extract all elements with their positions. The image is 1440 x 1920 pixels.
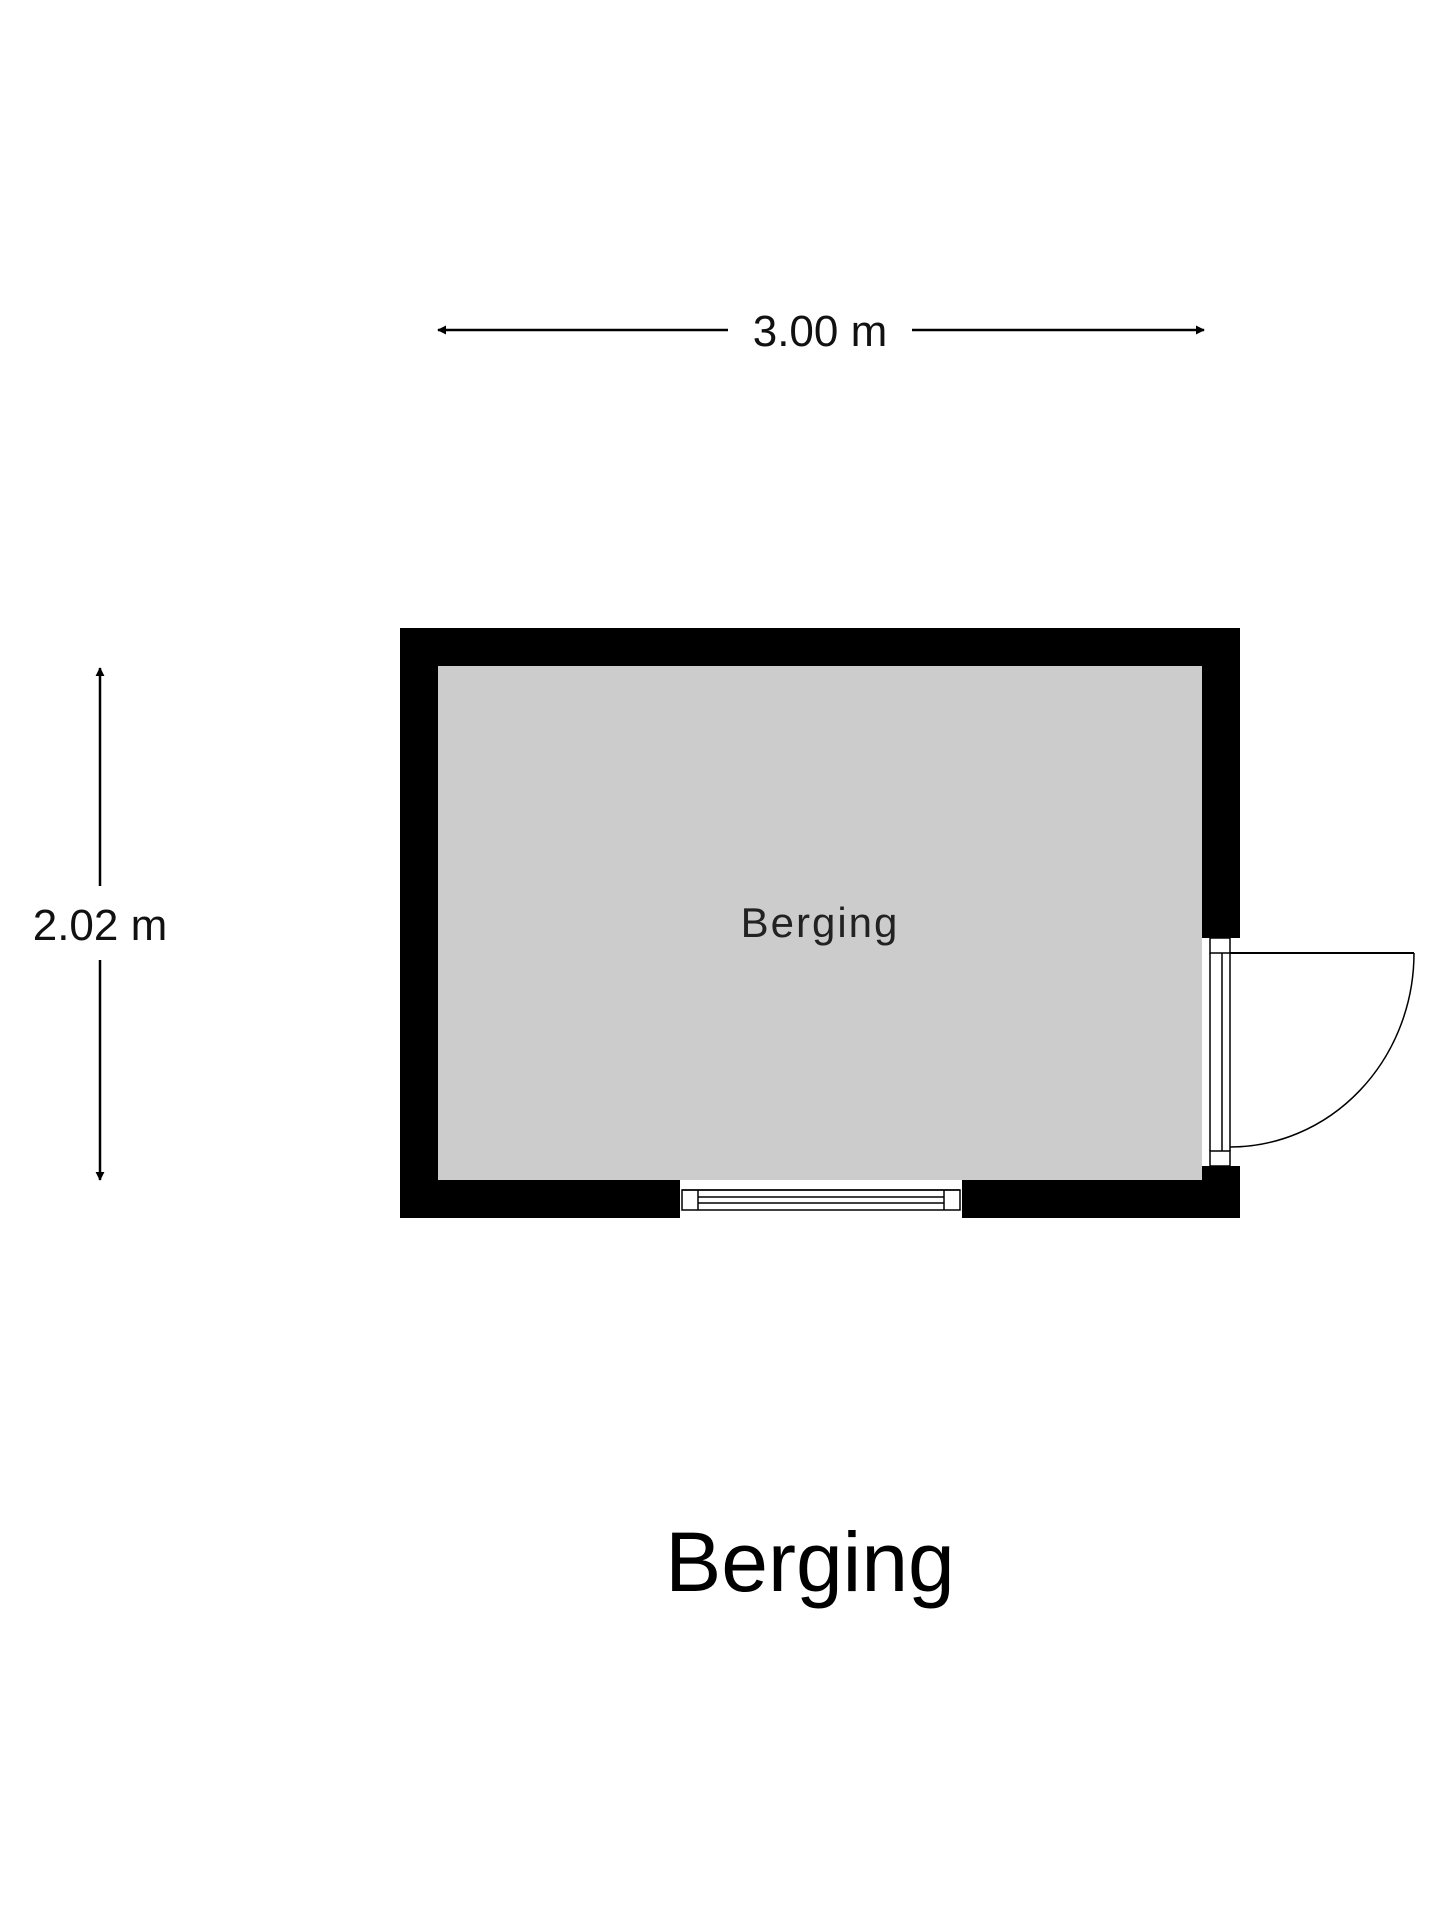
door-opening bbox=[1202, 938, 1240, 1166]
width-dimension: 3.00 m bbox=[437, 307, 1205, 356]
door-swing-arc bbox=[1229, 952, 1415, 1148]
floorplan-title: Berging bbox=[665, 1515, 955, 1609]
room-floor bbox=[438, 666, 1202, 1180]
window-frame bbox=[681, 1189, 961, 1211]
depth-dimension-label: 2.02 m bbox=[33, 901, 168, 950]
window bbox=[680, 1180, 962, 1218]
door-frame-top bbox=[1209, 937, 1231, 954]
width-dimension-label: 3.00 m bbox=[753, 307, 888, 356]
door-frame-bottom bbox=[1209, 1150, 1231, 1167]
depth-dimension: 2.02 m bbox=[33, 667, 168, 1181]
room-label: Berging bbox=[741, 899, 900, 946]
door bbox=[1202, 937, 1415, 1167]
